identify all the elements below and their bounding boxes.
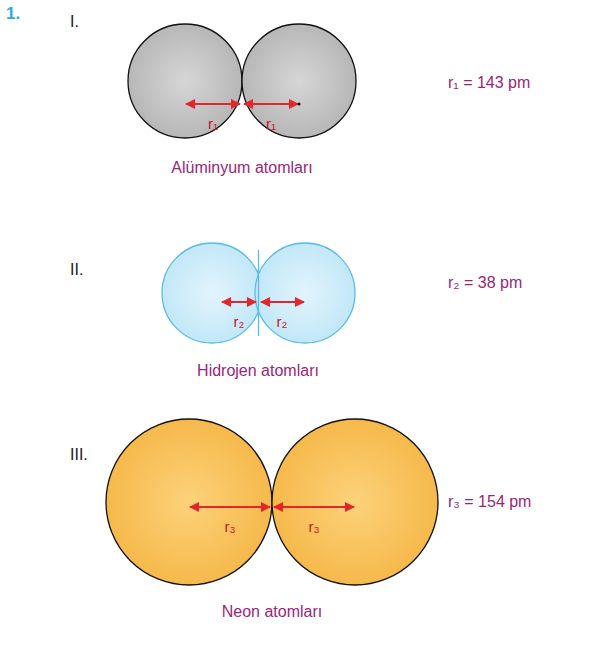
neon-atoms [106, 419, 438, 585]
radius-label: r₂ [277, 313, 288, 330]
radius-label: r₃ [224, 518, 235, 535]
atom-circle [272, 419, 438, 585]
radius-arrow [274, 506, 354, 508]
nucleus-dot [298, 103, 301, 106]
radius-arrow [186, 103, 240, 105]
radius-arrow [190, 506, 270, 508]
atom-circle [162, 243, 262, 343]
caption: Hidrojen atomları [197, 362, 319, 380]
caption: Neon atomları [222, 603, 323, 621]
atom-circle [128, 24, 242, 138]
part-number: II. [70, 261, 83, 279]
hydrogen-atoms [162, 243, 355, 343]
radius-arrow [222, 301, 256, 303]
radius-label: r₃ [308, 518, 319, 535]
aluminium-atoms [128, 24, 356, 138]
overlap-line [258, 250, 259, 336]
radius-value: r₃ = 154 pm [448, 493, 531, 511]
atom-circle [242, 24, 356, 138]
radius-value: r₁ = 143 pm [448, 74, 530, 92]
radius-label: r₁ [266, 115, 276, 132]
radius-arrow [244, 103, 298, 105]
radius-label: r₂ [234, 313, 245, 330]
atom-circle [106, 419, 272, 585]
part-number: I. [70, 13, 79, 31]
caption: Alüminyum atomları [171, 159, 312, 177]
atom-circle [255, 243, 355, 343]
part-number: III. [70, 446, 88, 464]
radius-arrow [261, 301, 304, 303]
problem-number: 1. [6, 4, 20, 24]
radius-value: r₂ = 38 pm [448, 274, 522, 292]
radius-label: r₁ [208, 115, 218, 132]
